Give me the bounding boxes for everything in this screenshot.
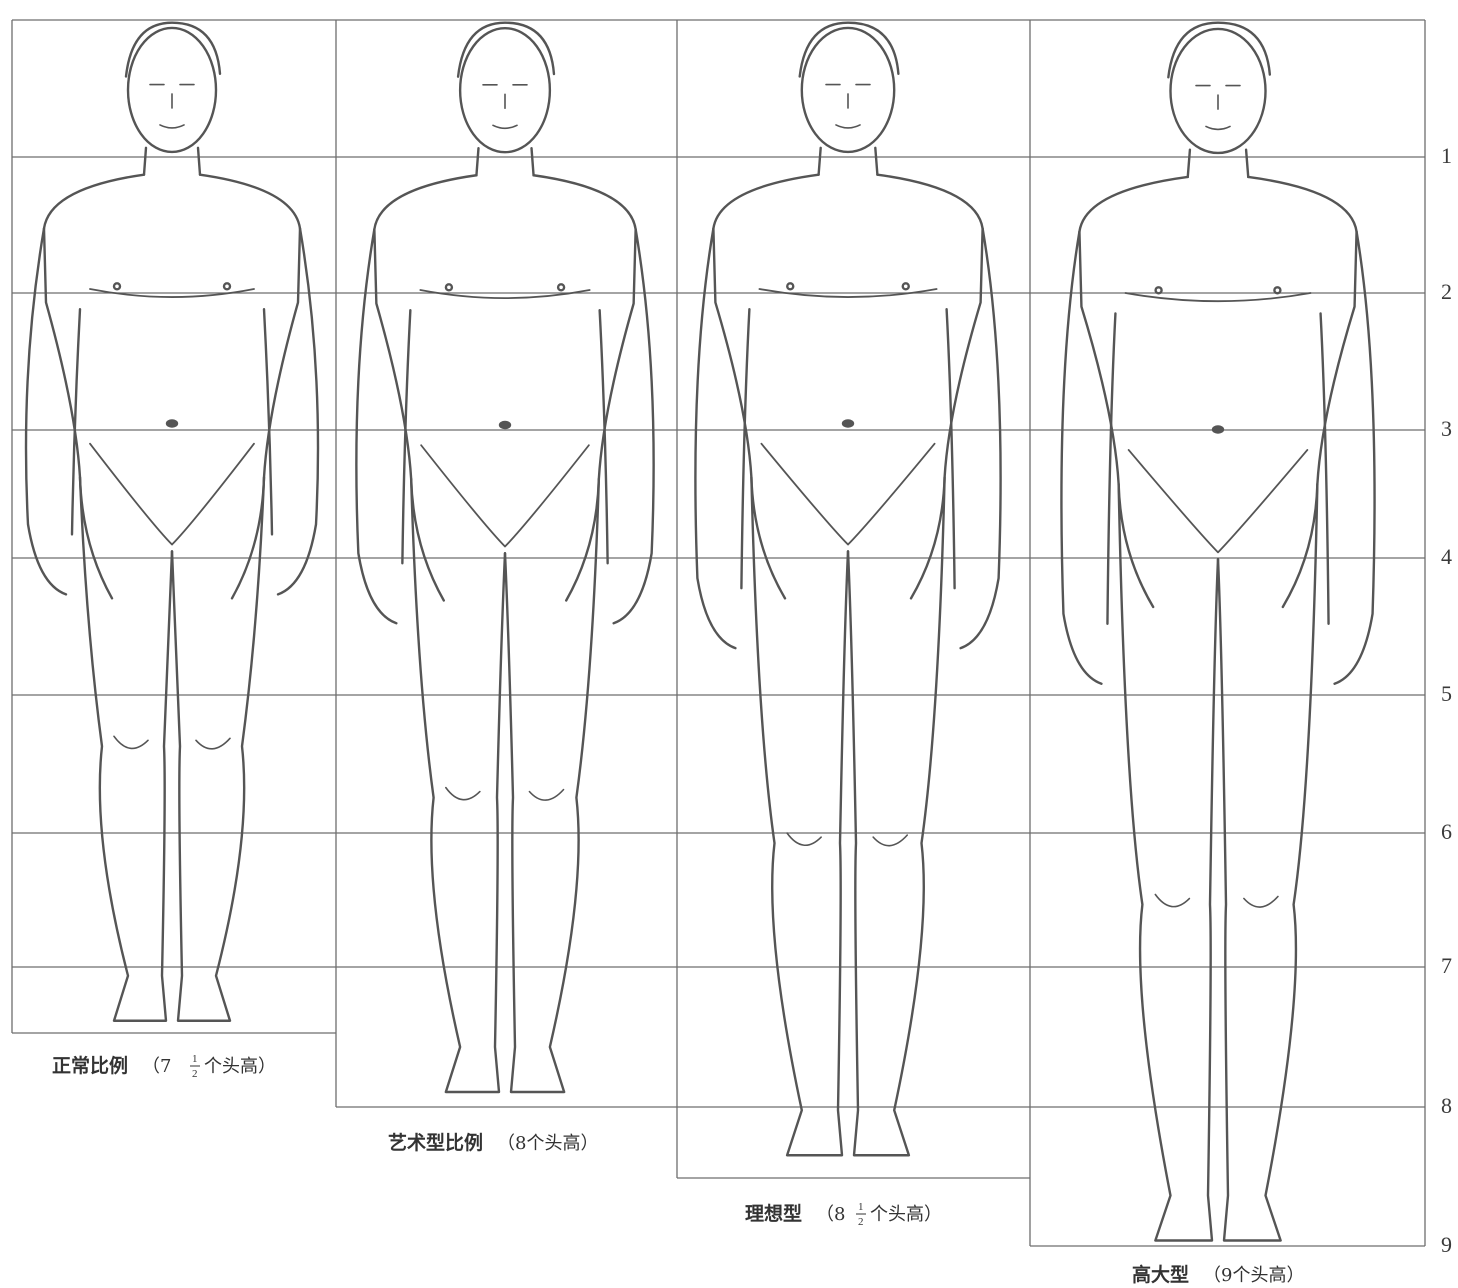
caption-tall: 高大型 （9个头高） [1132, 1263, 1304, 1286]
caption-name: 高大型 [1132, 1263, 1189, 1286]
caption-unit: 个头高 [1232, 1265, 1286, 1286]
right-leg-outline [505, 479, 599, 1092]
head-outline [460, 28, 550, 152]
caption-name: 正常比例 [52, 1054, 128, 1077]
right-leg-outline [848, 477, 945, 1155]
fraction-denominator: 2 [858, 1216, 864, 1228]
knee-details [114, 736, 230, 749]
groin-line [1129, 450, 1308, 552]
nipple-left [787, 283, 793, 289]
caption-whole: 9 [1221, 1265, 1232, 1286]
head-outline [802, 28, 894, 152]
caption-unit: 个头高 [526, 1133, 580, 1154]
left-leg-outline [411, 479, 505, 1092]
svg-text:高大型（9个头高）: 高大型 （9个头高） [1132, 1263, 1304, 1286]
caption-paren-close: ） [924, 1204, 942, 1225]
figure-ideal [695, 23, 1000, 1156]
figure-tall [1061, 23, 1374, 1241]
left-arm-outline [356, 229, 410, 623]
fraction-numerator: 1 [192, 1053, 198, 1065]
groin-line [90, 444, 254, 545]
groin-line [761, 444, 934, 545]
svg-text:个头高）: 个头高） [204, 1056, 276, 1077]
caption-whole: 8 [834, 1204, 845, 1225]
caption-paren-close: ） [580, 1133, 598, 1154]
chest-line [420, 290, 589, 298]
row-label-7: 7 [1441, 953, 1452, 978]
navel [843, 421, 853, 427]
fraction-numerator: 1 [858, 1201, 864, 1213]
figure-normal [26, 23, 318, 1021]
row-label-4: 4 [1441, 544, 1452, 569]
right-arm-outline [1321, 232, 1375, 684]
caption-name: 理想型 [745, 1202, 802, 1225]
row-number-labels: 1 2 3 4 5 6 7 8 9 [1441, 143, 1452, 1257]
row-label-1: 1 [1441, 143, 1452, 168]
fraction-denominator: 2 [192, 1068, 198, 1080]
nipple-left [1156, 287, 1162, 293]
caption-ideal: 理想型 （8 1 2 个头高） [745, 1201, 942, 1228]
knee-details [446, 788, 564, 801]
face-features [483, 85, 527, 129]
head-outline [1170, 29, 1265, 153]
nipple-left [114, 283, 120, 289]
caption-paren-open: （ [1203, 1265, 1221, 1286]
left-leg-outline [1119, 484, 1218, 1240]
knee-details [787, 833, 907, 846]
navel [167, 421, 177, 427]
navel [1213, 427, 1223, 433]
right-arm-outline [600, 229, 654, 623]
row-label-3: 3 [1441, 416, 1452, 441]
caption-unit: 个头高 [870, 1204, 924, 1225]
right-arm-outline [947, 228, 1001, 648]
face-features [1196, 86, 1240, 130]
caption-paren-open: （ [816, 1204, 834, 1225]
caption-paren-close: ） [258, 1056, 276, 1077]
caption-paren-close: ） [1286, 1265, 1304, 1286]
caption-whole: 8 [515, 1133, 526, 1154]
row-label-9: 9 [1441, 1232, 1452, 1257]
knee-details [1155, 895, 1278, 908]
svg-text:艺术型比例（8个头高）: 艺术型比例 （8个头高） [388, 1131, 598, 1154]
caption-normal: 正常比例 （7 1 2 个头高） [52, 1053, 276, 1080]
face-features [826, 85, 870, 128]
row-label-8: 8 [1441, 1093, 1452, 1118]
groin-line [421, 445, 589, 546]
row-label-2: 2 [1441, 279, 1452, 304]
navel [500, 422, 510, 428]
row-label-6: 6 [1441, 819, 1452, 844]
caption-paren-open: （ [497, 1133, 515, 1154]
left-leg-outline [751, 477, 848, 1155]
right-leg-outline [1218, 484, 1317, 1240]
caption-whole: 7 [160, 1056, 171, 1077]
nipple-right [224, 283, 230, 289]
chest-line [1125, 293, 1310, 301]
nipple-left [446, 284, 452, 290]
svg-text:理想型（8: 理想型 （8 [745, 1202, 845, 1225]
caption-artistic: 艺术型比例 （8个头高） [388, 1131, 598, 1154]
left-arm-outline [695, 228, 749, 648]
caption-name: 艺术型比例 [388, 1131, 483, 1154]
nipple-right [558, 284, 564, 290]
head-outline [128, 28, 216, 152]
svg-text:个头高）: 个头高） [870, 1204, 942, 1225]
svg-text:正常比例（7: 正常比例 （7 [52, 1054, 171, 1077]
nipple-right [903, 283, 909, 289]
nipple-right [1274, 287, 1280, 293]
face-features [150, 85, 194, 128]
caption-unit: 个头高 [204, 1056, 258, 1077]
caption-paren-open: （ [142, 1056, 160, 1077]
row-label-5: 5 [1441, 681, 1452, 706]
left-arm-outline [1061, 232, 1115, 684]
